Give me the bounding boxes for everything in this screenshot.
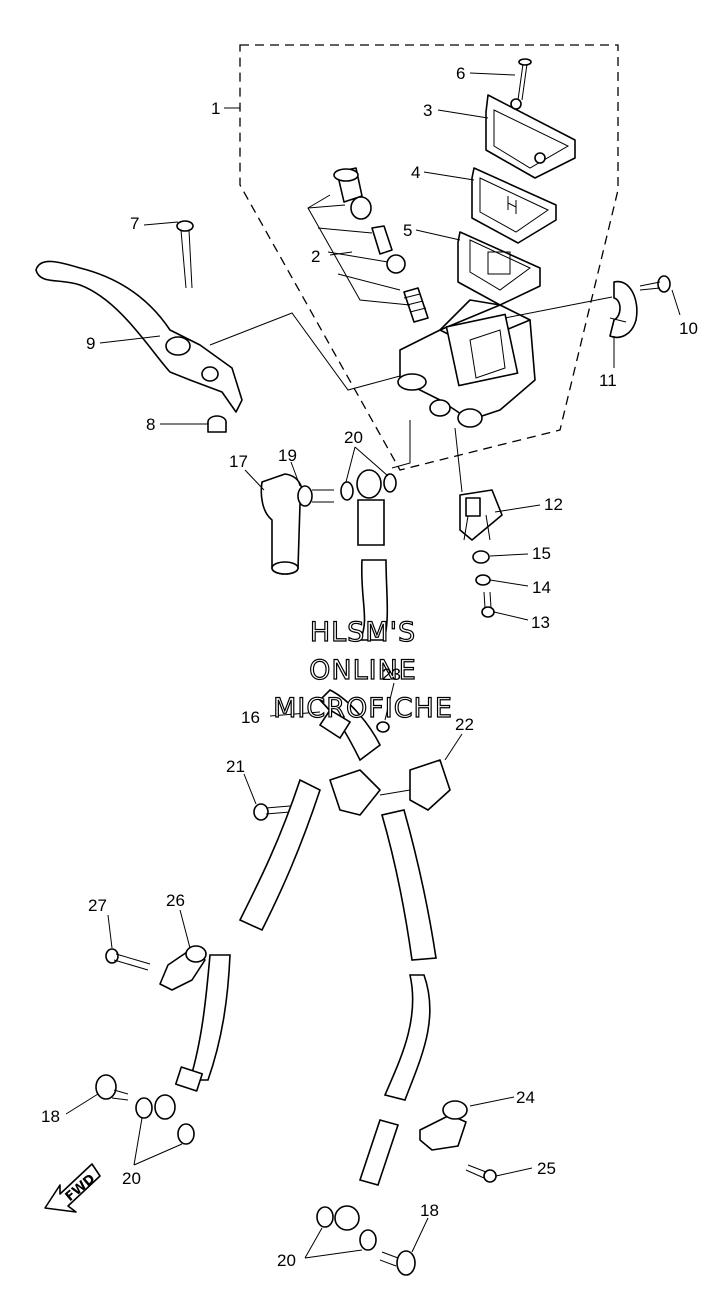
callout-26: 26 (166, 891, 185, 910)
hose-joint (329, 759, 451, 816)
callout-3: 3 (423, 101, 432, 120)
callout-20-top: 20 (344, 428, 363, 447)
callout-17: 17 (229, 452, 248, 471)
callout-12: 12 (544, 495, 563, 514)
callout-4: 4 (411, 163, 420, 182)
diaphragm (457, 231, 541, 306)
switch-washer (472, 550, 490, 564)
callout-15: 15 (532, 544, 551, 563)
callout-7: 7 (130, 214, 139, 233)
boot (260, 473, 304, 575)
lower-right-bracket (419, 1100, 468, 1151)
bracket-bolt-left (105, 948, 151, 971)
callout-16: 16 (241, 708, 260, 727)
callout-1: 1 (211, 99, 220, 118)
bracket-bolt (376, 721, 390, 733)
callout-14: 14 (532, 578, 551, 597)
callout-13: 13 (531, 613, 550, 632)
callout-8: 8 (146, 415, 155, 434)
joint-bolt (253, 803, 291, 821)
holder-bolt (639, 275, 671, 293)
callout-21: 21 (226, 757, 245, 776)
holder (609, 280, 638, 339)
callout-24: 24 (516, 1088, 535, 1107)
callout-18-left: 18 (41, 1107, 60, 1126)
union-bolt-top (297, 485, 334, 507)
gasket-pair-top (340, 473, 397, 501)
callout-19: 19 (278, 446, 297, 465)
callout-25: 25 (537, 1159, 556, 1178)
union-bolt-right (379, 1250, 416, 1276)
brake-light-switch (459, 489, 503, 541)
brake-lever (35, 260, 243, 413)
lower-right-hose (334, 809, 437, 1231)
watermark-line-3: MICROFICHE (273, 693, 453, 724)
lower-left-hose (154, 778, 321, 1120)
bracket-bolt-right (465, 1164, 497, 1183)
forward-arrow-icon: FWD (44, 1163, 101, 1213)
cylinder-cap (485, 94, 576, 179)
upper-brake-hose (318, 469, 389, 762)
pivot-bolt (176, 220, 194, 289)
master-cylinder-assembly-outline (239, 44, 619, 471)
callout-6: 6 (456, 64, 465, 83)
callout-20-right: 20 (277, 1251, 296, 1270)
switch-lock-washer (475, 574, 491, 586)
callout-11: 11 (599, 371, 617, 390)
watermark-line-2: ONLINE (309, 655, 417, 686)
watermark-line-1: HLSM'S (310, 617, 416, 648)
callout-10: 10 (679, 319, 698, 338)
leader-lines (65, 72, 681, 1259)
callout-18-right: 18 (420, 1201, 439, 1220)
master-cylinder-body (397, 299, 536, 428)
cap-screw (517, 58, 532, 101)
switch-screw (481, 591, 495, 618)
callout-5: 5 (403, 221, 412, 240)
pivot-nut (207, 415, 227, 433)
diaphragm-plate (471, 167, 557, 244)
gasket-pair-left (135, 1097, 195, 1145)
callout-23: 23 (382, 665, 401, 684)
piston-kit (307, 167, 429, 323)
union-bolt-left (95, 1074, 129, 1101)
lower-left-bracket (159, 945, 207, 991)
callout-22: 22 (455, 715, 474, 734)
callout-9: 9 (86, 334, 95, 353)
callout-27: 27 (88, 896, 107, 915)
callout-2: 2 (311, 247, 320, 266)
gasket-pair-right (316, 1206, 377, 1251)
callout-numbers: 1 2 3 4 5 6 7 8 9 10 11 12 13 14 15 16 1… (41, 64, 698, 1270)
callout-20-left: 20 (122, 1169, 141, 1188)
